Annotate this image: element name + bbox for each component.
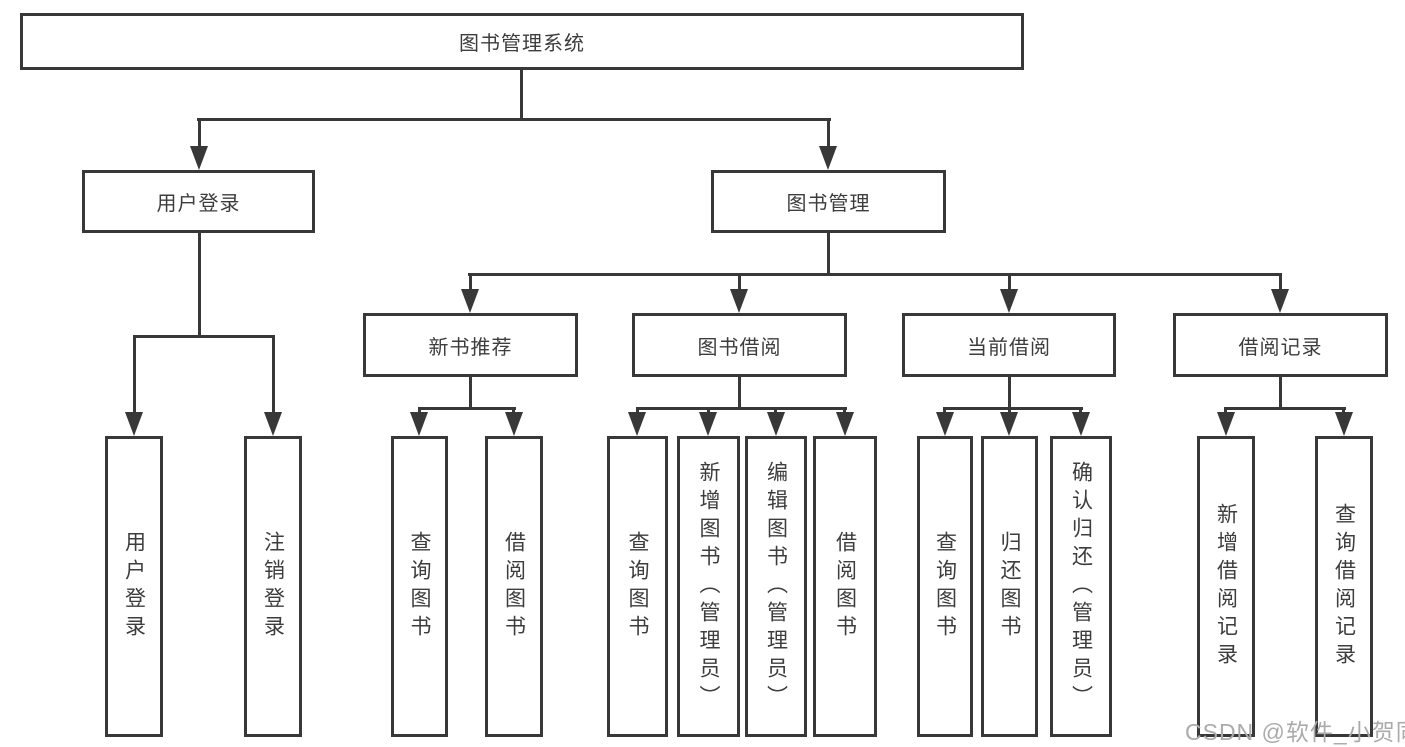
- arrow-down-icon: [125, 412, 143, 436]
- leaf-label: 编辑图书（管理员）: [764, 460, 788, 713]
- connector: [943, 407, 946, 416]
- connector: [418, 407, 421, 416]
- connector: [843, 407, 846, 416]
- node-label: 新书推荐: [428, 336, 513, 359]
- arrow-down-icon: [836, 412, 854, 436]
- connector: [520, 70, 523, 118]
- node-label: 图书管理: [786, 193, 871, 215]
- arrow-down-icon: [264, 412, 282, 436]
- connector: [636, 407, 639, 416]
- leaf-query-borrow-record: 查询借阅记录: [1315, 436, 1373, 737]
- connector: [133, 335, 275, 338]
- leaf-query-books-borrowing: 查询图书: [607, 436, 668, 737]
- arrow-down-icon: [936, 412, 954, 436]
- connector: [827, 118, 830, 150]
- leaf-label: 查询图书: [933, 530, 957, 643]
- connector: [469, 377, 472, 407]
- arrow-down-icon: [767, 412, 785, 436]
- arrow-down-icon: [1335, 412, 1353, 436]
- leaf-label: 确认归还（管理员）: [1069, 460, 1093, 713]
- leaf-borrow-books: 借阅图书: [813, 436, 877, 737]
- leaf-confirm-return-admin: 确认归还（管理员）: [1050, 436, 1112, 737]
- leaf-label: 归还图书: [998, 530, 1021, 643]
- leaf-label: 借阅图书: [502, 530, 526, 643]
- connector: [512, 407, 515, 416]
- arrow-down-icon: [819, 146, 837, 170]
- arrow-down-icon: [1000, 412, 1018, 436]
- node-label: 当前借阅: [967, 336, 1051, 359]
- connector: [133, 335, 136, 415]
- leaf-return-books: 归还图书: [981, 436, 1038, 737]
- connector: [738, 273, 741, 293]
- connector: [1342, 407, 1345, 416]
- node-current-borrowing: 当前借阅: [902, 313, 1116, 377]
- node-new-book-recommendation: 新书推荐: [363, 313, 578, 377]
- connector: [774, 407, 777, 416]
- leaf-query-books-current: 查询图书: [917, 436, 973, 737]
- connector: [198, 233, 201, 335]
- leaf-label: 注销登录: [261, 530, 285, 643]
- connector: [1279, 273, 1282, 293]
- arrow-down-icon: [1217, 412, 1235, 436]
- arrow-down-icon: [410, 412, 428, 436]
- leaf-label: 查询借阅记录: [1332, 502, 1356, 671]
- connector: [943, 407, 1083, 410]
- leaf-add-books-admin: 新增图书（管理员）: [677, 436, 740, 737]
- node-book-borrowing: 图书借阅: [632, 313, 847, 377]
- arrow-down-icon: [1271, 289, 1289, 313]
- connector: [197, 118, 831, 121]
- connector: [198, 118, 201, 150]
- node-borrowing-records: 借阅记录: [1173, 313, 1388, 377]
- node-library-management-system: 图书管理系统: [20, 13, 1024, 70]
- connector: [418, 407, 516, 410]
- arrow-down-icon: [505, 412, 523, 436]
- leaf-label: 用户登录: [122, 530, 146, 643]
- connector: [1279, 377, 1282, 407]
- leaf-add-borrow-record: 新增借阅记录: [1197, 436, 1255, 737]
- arrow-down-icon: [1072, 412, 1090, 436]
- connector: [636, 407, 847, 410]
- node-label: 借阅记录: [1238, 336, 1323, 359]
- connector: [827, 233, 830, 273]
- connector: [1008, 273, 1011, 293]
- leaf-user-login: 用户登录: [105, 436, 163, 737]
- connector: [1224, 407, 1346, 410]
- leaf-query-books-recommend: 查询图书: [391, 436, 448, 737]
- arrow-down-icon: [461, 289, 479, 313]
- connector: [272, 335, 275, 415]
- connector: [1008, 407, 1011, 416]
- node-label: 图书借阅: [697, 336, 782, 359]
- arrow-down-icon: [1000, 289, 1018, 313]
- connector: [469, 273, 472, 293]
- leaf-label: 查询图书: [626, 530, 649, 643]
- connector: [738, 377, 741, 407]
- leaf-logout: 注销登录: [244, 436, 302, 737]
- leaf-label: 新增借阅记录: [1214, 502, 1238, 671]
- node-label: 用户登录: [156, 193, 241, 215]
- connector: [1224, 407, 1227, 416]
- leaf-label: 查询图书: [408, 530, 431, 643]
- csdn-watermark: CSDN @软件_小贺同学: [1185, 719, 1405, 745]
- node-label: 图书管理系统: [459, 33, 585, 55]
- leaf-borrow-books-recommend: 借阅图书: [485, 436, 543, 737]
- leaf-label: 新增图书（管理员）: [697, 460, 720, 713]
- arrow-down-icon: [699, 412, 717, 436]
- leaf-label: 借阅图书: [833, 530, 857, 643]
- node-book-management: 图书管理: [711, 170, 946, 233]
- arrow-down-icon: [190, 146, 208, 170]
- connector: [707, 407, 710, 416]
- connector: [468, 273, 1282, 276]
- connector: [1008, 377, 1011, 407]
- leaf-edit-books-admin: 编辑图书（管理员）: [745, 436, 807, 737]
- arrow-down-icon: [730, 289, 748, 313]
- arrow-down-icon: [628, 412, 646, 436]
- connector: [1079, 407, 1082, 416]
- node-user-login: 用户登录: [82, 170, 315, 233]
